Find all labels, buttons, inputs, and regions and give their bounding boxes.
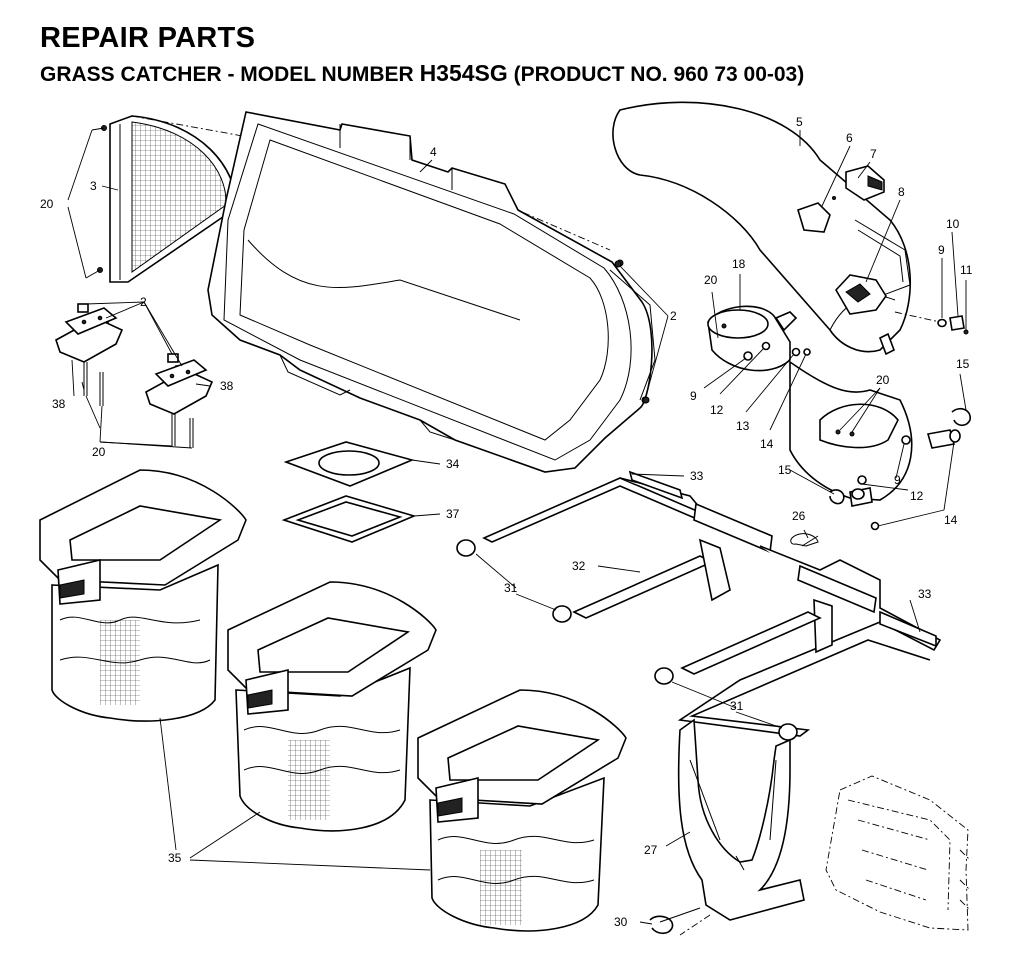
callout-6: 6 bbox=[846, 131, 853, 145]
callout-31: 31 bbox=[504, 581, 518, 595]
part-27-hitch-bracket bbox=[677, 718, 805, 936]
callout-18: 18 bbox=[732, 257, 746, 271]
callout-labels: 20 3 4 2 2 5 6 7 8 10 9 11 20 18 9 12 13… bbox=[40, 115, 973, 929]
callout-3: 3 bbox=[90, 179, 97, 193]
callout-14: 14 bbox=[944, 513, 958, 527]
callout-38: 38 bbox=[52, 397, 66, 411]
part-18-pivot-housing bbox=[707, 305, 811, 372]
part-31-caps bbox=[456, 539, 798, 741]
part-34-gasket bbox=[283, 441, 415, 487]
callout-33: 33 bbox=[918, 587, 932, 601]
part-35-bag-2 bbox=[227, 581, 437, 832]
callout-5: 5 bbox=[796, 115, 803, 129]
page-title: REPAIR PARTS bbox=[40, 22, 256, 54]
callout-20: 20 bbox=[704, 273, 718, 287]
callout-2: 2 bbox=[140, 295, 147, 309]
callout-8: 8 bbox=[898, 185, 905, 199]
callout-9: 9 bbox=[938, 243, 945, 257]
callout-4: 4 bbox=[430, 145, 437, 159]
callout-31: 31 bbox=[730, 699, 744, 713]
callout-38: 38 bbox=[220, 379, 234, 393]
part-26-hairpin bbox=[790, 533, 819, 547]
callout-11: 11 bbox=[960, 263, 973, 277]
subtitle-suffix: (PRODUCT NO. 960 73 00-03) bbox=[507, 63, 805, 86]
callout-27: 27 bbox=[644, 843, 658, 857]
part-30-hitch-pin bbox=[649, 907, 701, 935]
callout-9: 9 bbox=[894, 473, 901, 487]
callout-12: 12 bbox=[710, 403, 724, 417]
callout-20: 20 bbox=[40, 197, 54, 211]
callout-26: 26 bbox=[792, 509, 806, 523]
leader-lines bbox=[67, 129, 967, 925]
callout-9: 9 bbox=[690, 389, 697, 403]
callout-14: 14 bbox=[760, 437, 774, 451]
callout-20: 20 bbox=[876, 373, 890, 387]
callout-12: 12 bbox=[910, 489, 924, 503]
part-35-bag-1 bbox=[39, 469, 247, 722]
part-6-bracket bbox=[797, 202, 831, 233]
part-4-hopper-frame bbox=[207, 111, 656, 473]
callout-10: 10 bbox=[946, 217, 960, 231]
part-35-bag-3 bbox=[417, 689, 627, 932]
page-subtitle: GRASS CATCHER - MODEL NUMBER H354SG (PRO… bbox=[40, 60, 804, 88]
lower-chute-section bbox=[789, 360, 971, 531]
callout-32: 32 bbox=[572, 559, 586, 573]
part-7-latch bbox=[832, 165, 885, 201]
part-8-latch-bracket bbox=[835, 274, 887, 315]
callout-2: 2 bbox=[670, 309, 677, 323]
part-20-bolts bbox=[83, 362, 194, 448]
part-5-discharge-chute bbox=[612, 101, 941, 356]
callout-33: 33 bbox=[690, 469, 704, 483]
callout-15: 15 bbox=[778, 463, 792, 477]
callout-20: 20 bbox=[92, 445, 106, 459]
callout-15: 15 bbox=[956, 357, 970, 371]
callout-30: 30 bbox=[614, 915, 628, 929]
callout-34: 34 bbox=[446, 457, 460, 471]
callout-7: 7 bbox=[870, 147, 877, 161]
callout-35: 35 bbox=[168, 851, 182, 865]
part-32-33-bag-frame bbox=[482, 470, 942, 737]
subtitle-prefix: GRASS CATCHER - MODEL NUMBER bbox=[40, 63, 420, 86]
part-37-frame bbox=[281, 495, 417, 543]
part-9-10-11-pin-hardware bbox=[937, 315, 969, 335]
part-38-mounting-brackets bbox=[55, 307, 214, 415]
callout-13: 13 bbox=[736, 419, 750, 433]
mower-deck-outline bbox=[825, 775, 971, 931]
callout-37: 37 bbox=[446, 507, 460, 521]
model-number: H354SG bbox=[419, 60, 508, 86]
